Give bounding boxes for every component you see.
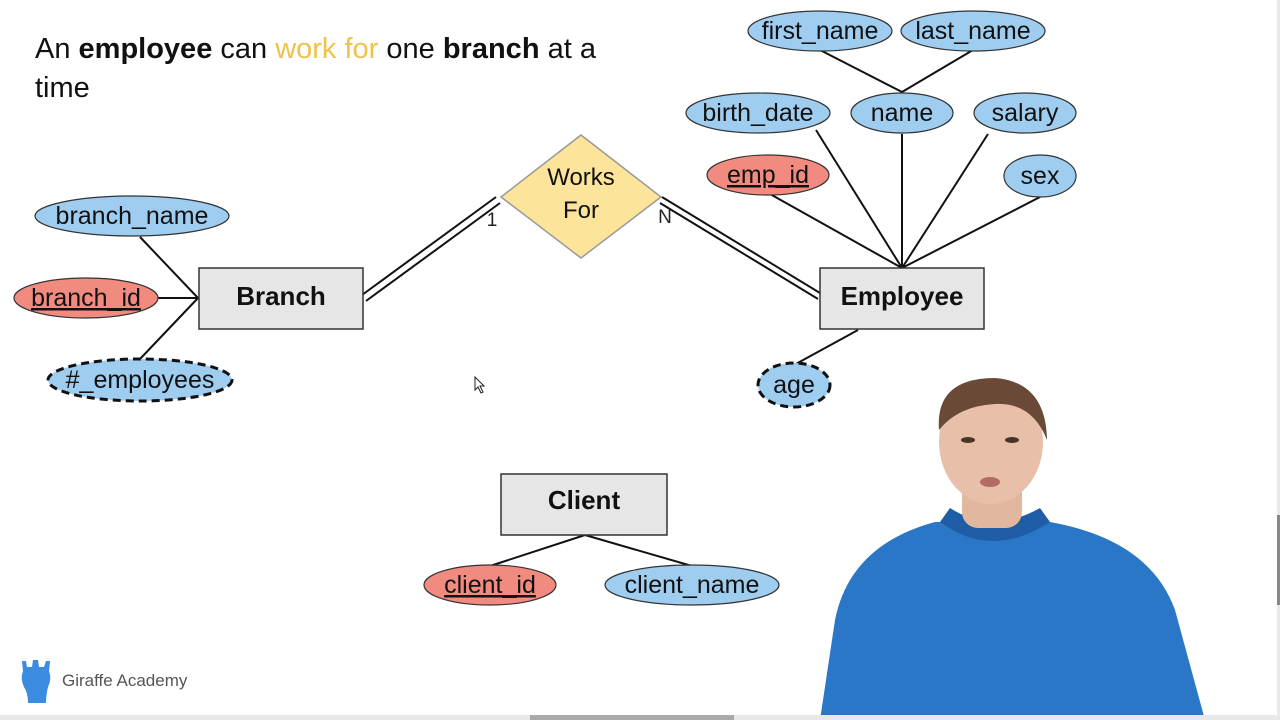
cardinality-branch: 1 [487, 210, 498, 231]
entity-branch-label: Branch [236, 281, 326, 311]
attr-client-name-label: client_name [625, 571, 760, 599]
attr-client-id-label: client_id [444, 571, 536, 599]
brand-name: Giraffe Academy [62, 671, 188, 690]
relationship-label-line1: Works [547, 164, 615, 191]
entity-employee: Employee [819, 267, 985, 330]
attr-client-id-key: client_id [423, 564, 557, 606]
entity-branch: Branch [198, 267, 364, 330]
attr-last-name: last_name [900, 10, 1046, 52]
title-text-1: An [35, 33, 79, 65]
title-text-2: can [212, 33, 276, 65]
attr-branch-id-label: branch_id [31, 284, 141, 312]
attr-birth-date: birth_date [685, 92, 831, 134]
giraffe-icon [21, 660, 51, 703]
attr-num-employees-derived: #_employees [46, 357, 234, 403]
attr-emp-id-label: emp_id [727, 161, 809, 189]
attr-name-label: name [871, 99, 934, 127]
slide-title: An employee can work for one branch at a… [35, 30, 655, 108]
title-highlight: work for [275, 33, 379, 65]
works-for-relationship [499, 134, 663, 259]
entity-client: Client [500, 473, 668, 536]
attr-birth-date-label: birth_date [702, 99, 813, 127]
title-bold-employee: employee [78, 33, 213, 65]
attr-age-derived: age [756, 361, 832, 409]
vertical-scroll-thumb[interactable] [1277, 515, 1280, 605]
attr-branch-id-key: branch_id [13, 277, 159, 319]
video-progress-bar[interactable] [0, 715, 1280, 720]
entity-client-label: Client [548, 485, 621, 515]
attr-salary: salary [973, 92, 1077, 134]
attr-num-employees-label: #_employees [66, 366, 215, 394]
cardinality-employee: N [658, 207, 672, 228]
attr-age-label: age [773, 371, 815, 399]
mouse-cursor-icon [474, 376, 486, 394]
presenter-figure [820, 378, 1205, 720]
relationship-label-line2: For [563, 197, 599, 224]
attr-first-name: first_name [747, 10, 893, 52]
attr-branch-name-label: branch_name [56, 202, 209, 230]
attr-sex-label: sex [1021, 162, 1060, 190]
participation-lines [361, 196, 821, 302]
vertical-scrollbar[interactable] [1277, 0, 1280, 720]
attr-last-name-label: last_name [915, 17, 1030, 45]
attr-first-name-label: first_name [762, 17, 879, 45]
brand-logo: Giraffe Academy [16, 656, 187, 706]
attr-client-name: client_name [604, 564, 780, 606]
attr-name-composite: name [850, 92, 954, 134]
title-text-4: at a time [35, 33, 596, 104]
attr-sex: sex [1003, 154, 1077, 198]
video-progress-thumb[interactable] [530, 715, 734, 720]
connector-lines [139, 49, 1041, 567]
title-bold-branch: branch [442, 33, 540, 65]
attr-branch-name: branch_name [34, 195, 230, 237]
title-text-3: one [378, 33, 443, 65]
attr-salary-label: salary [992, 99, 1059, 127]
attr-emp-id-key: emp_id [706, 154, 830, 196]
entity-employee-label: Employee [841, 281, 964, 311]
